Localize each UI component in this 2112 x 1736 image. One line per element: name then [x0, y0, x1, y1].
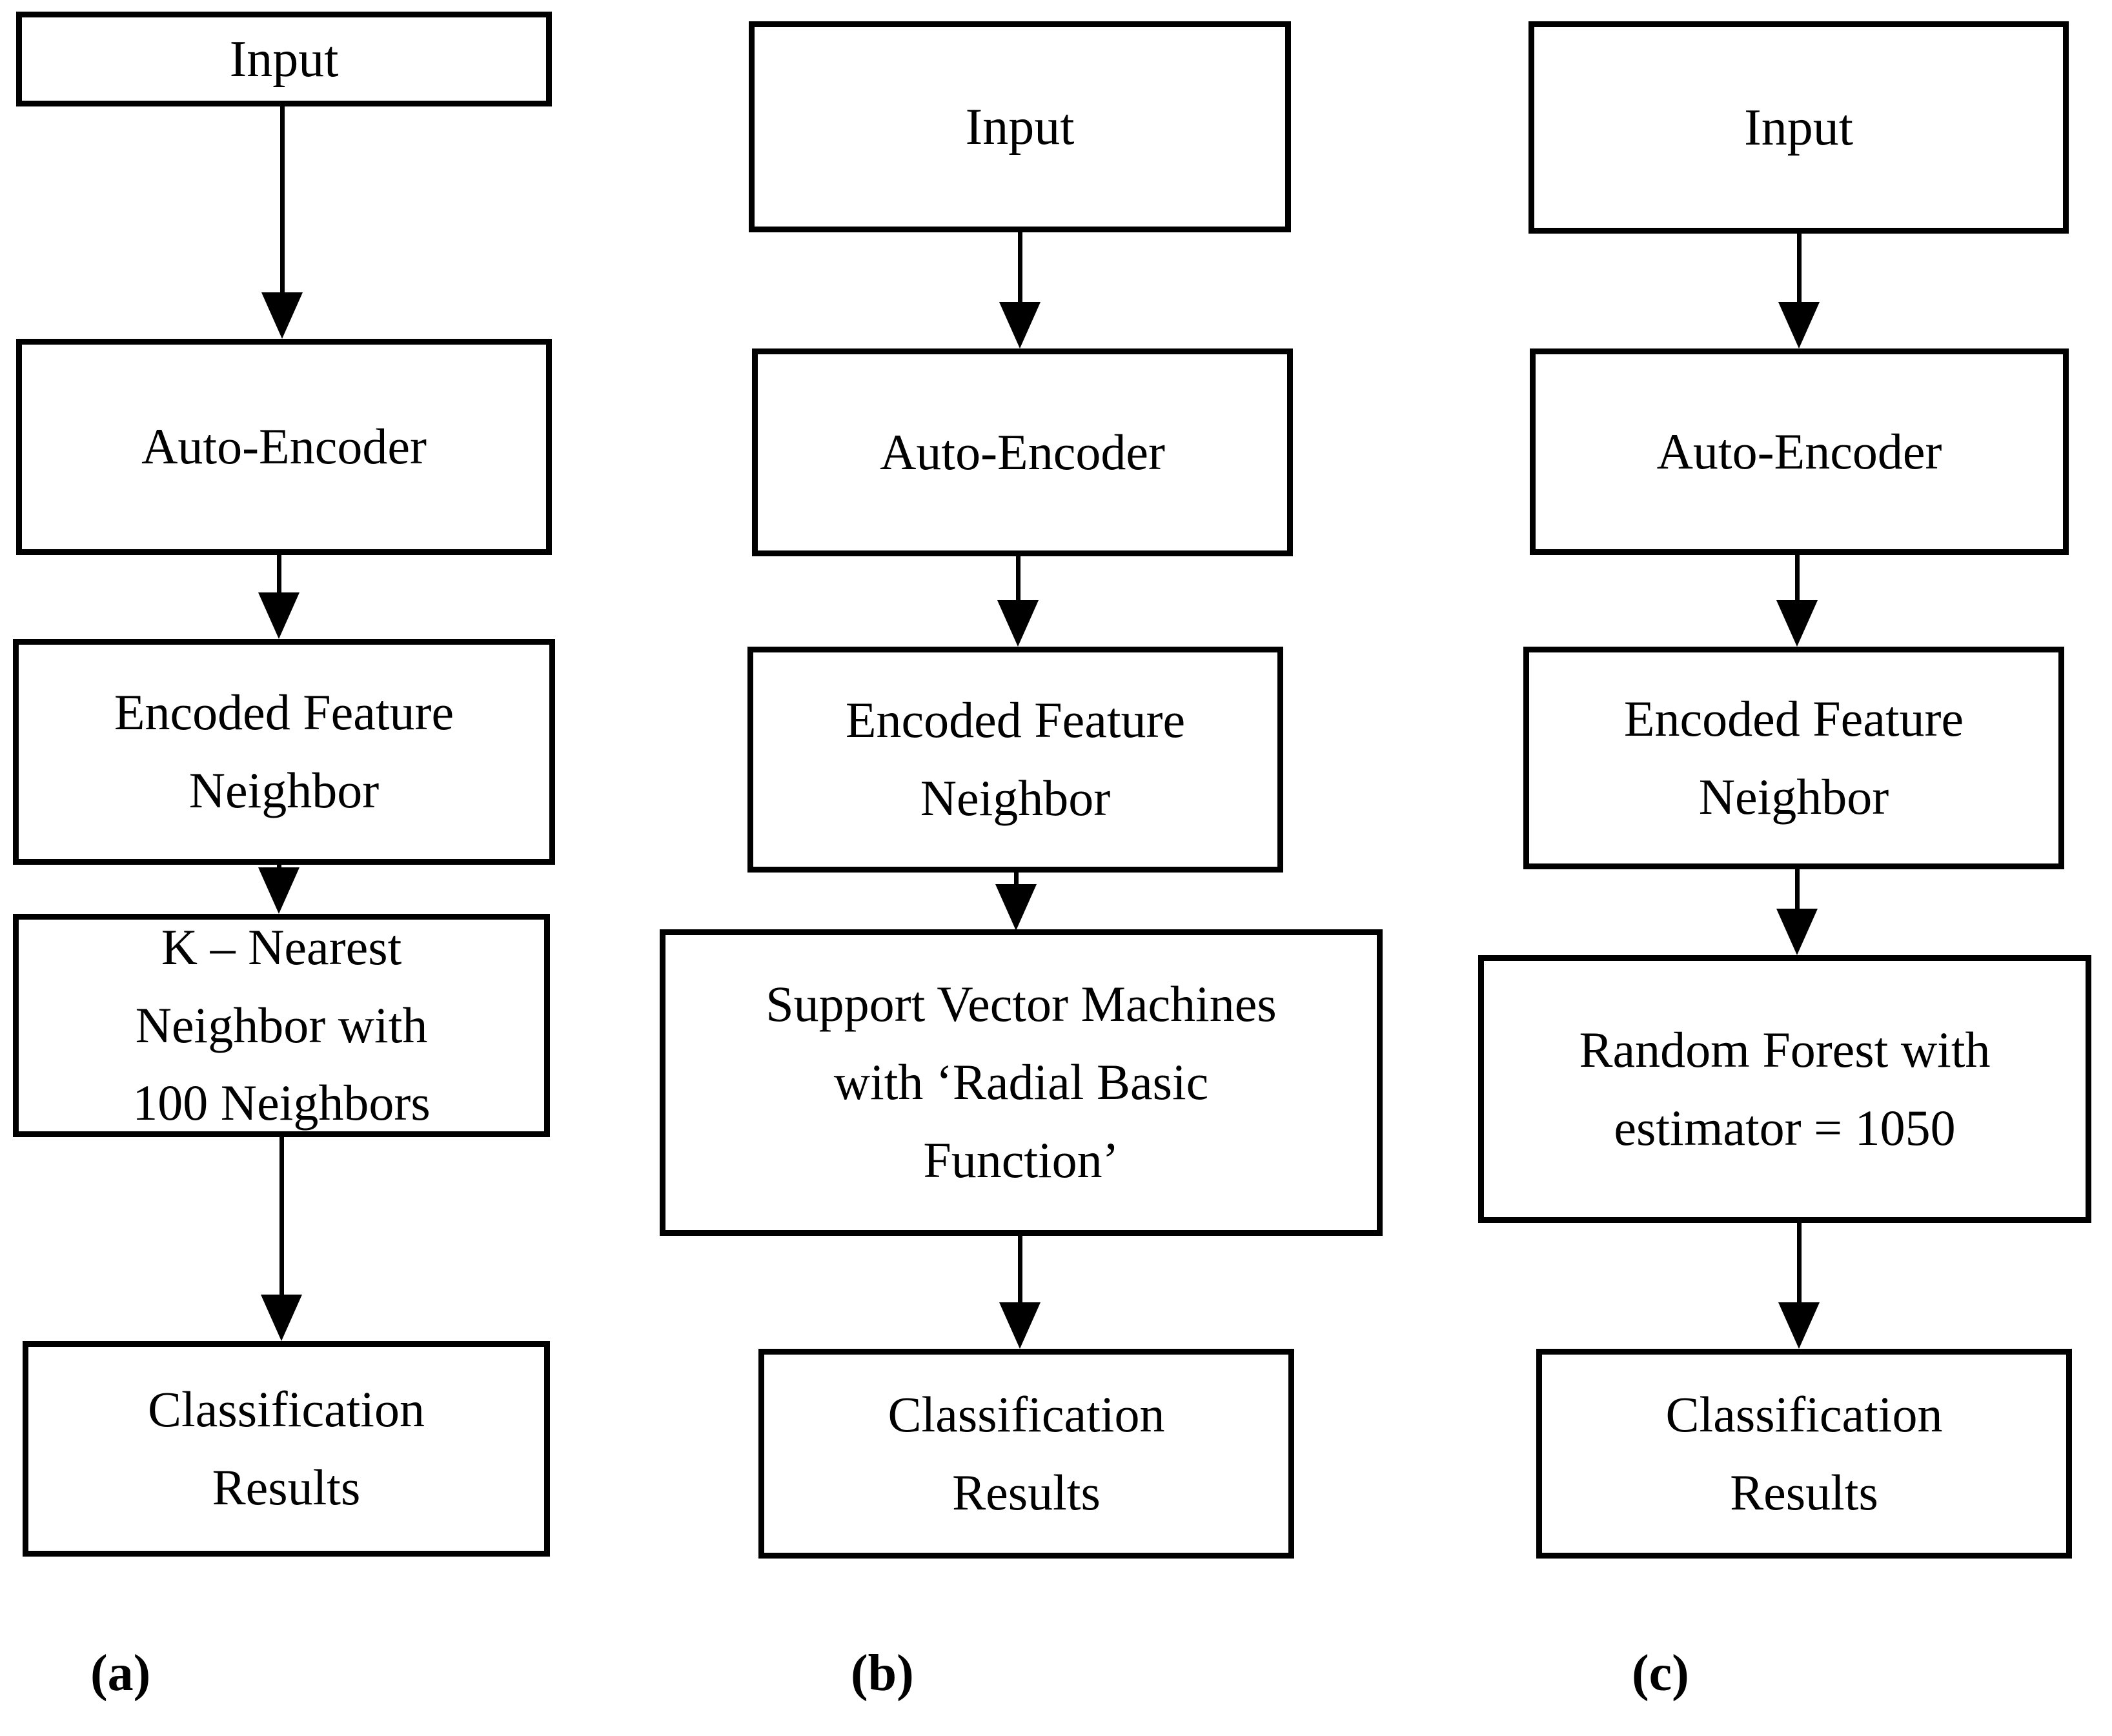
arrow-shaft: [1016, 556, 1020, 603]
panel-c-arrow-autoencoder-to-encoded: [1776, 555, 1818, 647]
node-text-line: Classification: [1665, 1386, 1943, 1442]
node-text-line: Input: [229, 30, 339, 88]
node-text-line: Results: [1730, 1464, 1878, 1520]
node-text-line: 100 Neighbors: [132, 1075, 431, 1131]
arrow-shaft: [280, 106, 285, 294]
panel-c-node-classifier: Random Forest with estimator = 1050: [1478, 955, 2091, 1223]
panel-b-node-auto-encoder: Auto-Encoder: [752, 348, 1293, 556]
arrow-head: [258, 592, 300, 639]
panel-c-arrow-encoded-to-classifier: [1776, 869, 1818, 955]
panel-c-node-input: Input: [1528, 21, 2069, 234]
panel-c-arrow-input-to-autoencoder: [1778, 234, 1820, 348]
node-text-line: estimator = 1050: [1614, 1099, 1956, 1156]
arrow-shaft: [1797, 1202, 1802, 1305]
arrow-head: [999, 1302, 1041, 1349]
arrow-shaft: [279, 1137, 284, 1297]
panel-caption-b: (b): [851, 1645, 914, 1702]
arrow-head: [1778, 1302, 1820, 1349]
node-text-line: Neighbor with: [135, 996, 428, 1053]
node-text-line: Input: [1744, 99, 1853, 156]
panel-b-node-input: Input: [749, 21, 1291, 232]
panel-b-arrow-autoencoder-to-encoded: [997, 556, 1039, 647]
panel-a-arrow-input-to-autoencoder: [261, 106, 303, 339]
node-text-line: K – Nearest: [161, 918, 402, 975]
node-text-line: Auto-Encoder: [880, 423, 1165, 480]
node-text-line: Function’: [923, 1131, 1119, 1188]
node-text-line: Neighbor: [188, 762, 380, 818]
panel-a-arrow-autoencoder-to-encoded: [258, 555, 300, 639]
node-text-line: Input: [965, 98, 1075, 156]
node-text-line: Encoded Feature: [1623, 690, 1964, 747]
arrow-head: [1778, 302, 1820, 348]
node-text-line: Random Forest with: [1579, 1021, 1991, 1078]
node-text-line: Auto-Encoder: [141, 418, 427, 475]
node-text-line: Results: [212, 1459, 361, 1515]
arrow-head: [999, 302, 1041, 348]
arrow-shaft: [1018, 1200, 1022, 1305]
panel-c-node-results: Classification Results: [1536, 1349, 2072, 1559]
arrow-head: [261, 1295, 302, 1341]
panel-a-arrow-classifier-to-results: [261, 1137, 302, 1341]
panel-b-arrow-input-to-autoencoder: [999, 232, 1041, 348]
arrow-shaft: [1795, 555, 1800, 603]
arrow-shaft: [277, 555, 281, 595]
panel-c-node-encoded-feature: Encoded Feature Neighbor: [1523, 647, 2064, 869]
panel-a-node-auto-encoder: Auto-Encoder: [16, 339, 552, 555]
panel-a-node-results: Classification Results: [23, 1341, 550, 1557]
panel-a-node-classifier: K – Nearest Neighbor with 100 Neighbors: [13, 914, 550, 1137]
node-text-line: Auto-Encoder: [1656, 423, 1942, 479]
panel-b-node-classifier: Support Vector Machines with ‘Radial Bas…: [660, 929, 1383, 1236]
arrow-shaft: [1797, 234, 1802, 305]
node-text-line: Neighbor: [1698, 768, 1889, 825]
panel-caption-a: (a): [90, 1645, 151, 1702]
panel-a-arrow-encoded-to-classifier: [258, 865, 300, 914]
panel-a-node-encoded-feature: Encoded Feature Neighbor: [13, 639, 555, 865]
node-text-line: Encoded Feature: [114, 684, 454, 741]
panel-a-node-input: Input: [16, 12, 552, 106]
arrow-head: [995, 884, 1037, 931]
node-text-line: Classification: [148, 1381, 425, 1438]
node-text-line: Neighbor: [920, 770, 1111, 826]
panel-c-arrow-classifier-to-results: [1778, 1202, 1820, 1349]
node-text-line: Support Vector Machines: [766, 976, 1277, 1033]
arrow-head: [261, 292, 303, 339]
node-text-line: Results: [952, 1464, 1101, 1520]
arrow-head: [997, 600, 1039, 647]
arrow-shaft: [1018, 232, 1022, 305]
panel-b-node-encoded-feature: Encoded Feature Neighbor: [747, 647, 1283, 873]
panel-c-node-auto-encoder: Auto-Encoder: [1530, 348, 2069, 555]
panel-b-node-results: Classification Results: [758, 1349, 1294, 1559]
arrow-head: [1776, 909, 1818, 955]
panel-caption-c: (c): [1632, 1645, 1689, 1702]
arrow-head: [258, 867, 300, 914]
arrow-shaft: [1795, 869, 1800, 911]
node-text-line: with ‘Radial Basic: [833, 1054, 1209, 1111]
panel-b-arrow-classifier-to-results: [999, 1200, 1041, 1349]
node-text-line: Encoded Feature: [845, 692, 1186, 749]
arrow-head: [1776, 600, 1818, 647]
node-text-line: Classification: [888, 1386, 1165, 1442]
